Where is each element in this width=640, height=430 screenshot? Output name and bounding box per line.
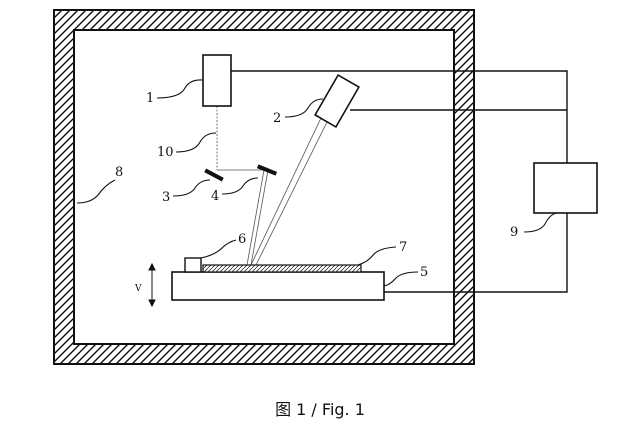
label-9: 9	[510, 225, 518, 240]
motion-stage	[171, 271, 385, 301]
label-3: 3	[162, 190, 170, 205]
laser-beam-path	[216, 106, 269, 266]
vertical-motion-arrow	[148, 262, 156, 308]
detector-head	[314, 73, 360, 129]
label-v: V	[134, 284, 142, 294]
figure-caption: 图 1 / Fig. 1	[275, 400, 365, 419]
label-2: 2	[273, 111, 281, 126]
controller-box	[533, 162, 598, 214]
leader-lines	[76, 79, 558, 287]
label-5: 5	[420, 265, 428, 280]
laser-source	[202, 54, 232, 107]
label-10: 10	[157, 145, 174, 160]
sample-workpiece	[202, 264, 362, 273]
mirror-3	[204, 168, 224, 182]
fixture-block	[184, 257, 202, 273]
label-6: 6	[238, 232, 246, 247]
label-8: 8	[115, 165, 123, 180]
mirror-4	[256, 164, 278, 176]
label-7: 7	[399, 240, 407, 255]
control-wiring	[230, 70, 568, 293]
sensor-beam	[250, 117, 328, 266]
label-4: 4	[211, 189, 219, 204]
label-1: 1	[146, 91, 154, 106]
enclosure-wall	[53, 9, 475, 365]
